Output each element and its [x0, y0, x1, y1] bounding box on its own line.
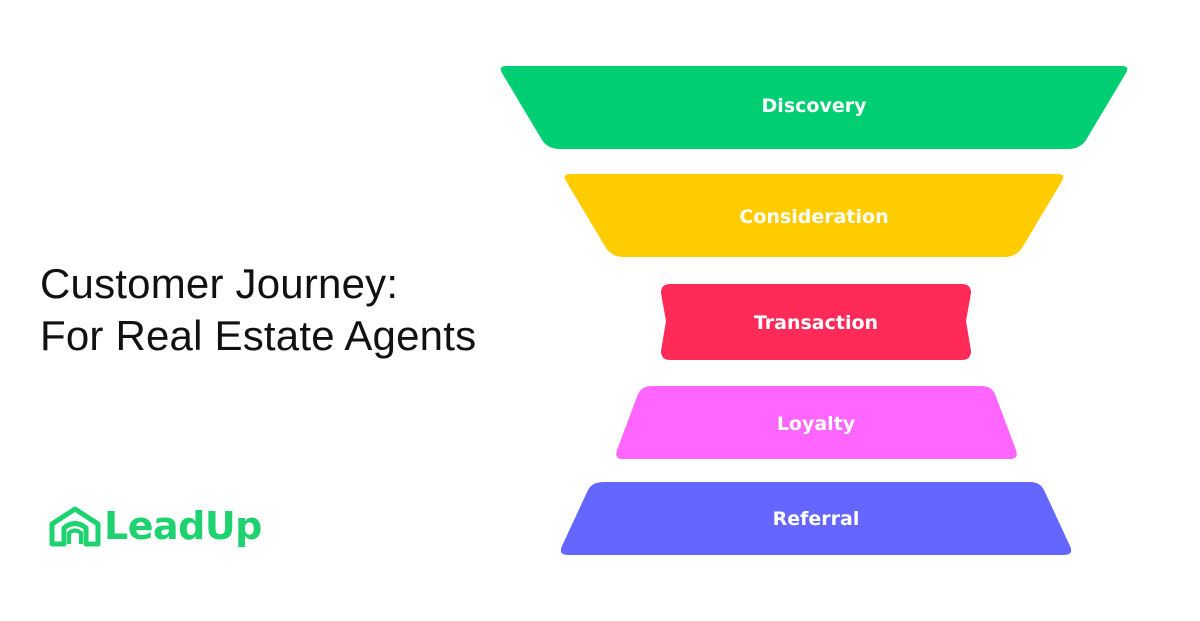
page-title: Customer Journey: For Real Estate Agents — [40, 258, 560, 362]
title-line-1: Customer Journey: — [40, 260, 399, 307]
funnel-stage-transaction: Transaction — [661, 284, 971, 360]
funnel-stage-label: Loyalty — [777, 413, 856, 435]
funnel-stage-shape — [500, 66, 1128, 149]
funnel-stage-discovery: Discovery — [500, 66, 1128, 149]
funnel-stage-label: Transaction — [754, 312, 878, 334]
funnel-stage-label: Referral — [773, 508, 860, 530]
funnel-stage-consideration: Consideration — [564, 174, 1064, 257]
funnel-stage-loyalty: Loyalty — [616, 386, 1017, 459]
funnel-stage-shape — [560, 482, 1072, 555]
funnel-stage-shape — [661, 284, 971, 360]
brand-logo: LeadUp — [48, 500, 262, 552]
house-icon — [49, 506, 101, 547]
funnel-stage-label: Discovery — [762, 95, 868, 117]
funnel-stage-referral: Referral — [560, 482, 1072, 555]
brand-name: LeadUp — [104, 504, 262, 548]
funnel-stage-label: Consideration — [739, 206, 888, 228]
funnel-stage-shape — [564, 174, 1064, 257]
title-line-2: For Real Estate Agents — [40, 312, 477, 359]
funnel-stage-shape — [616, 386, 1017, 459]
